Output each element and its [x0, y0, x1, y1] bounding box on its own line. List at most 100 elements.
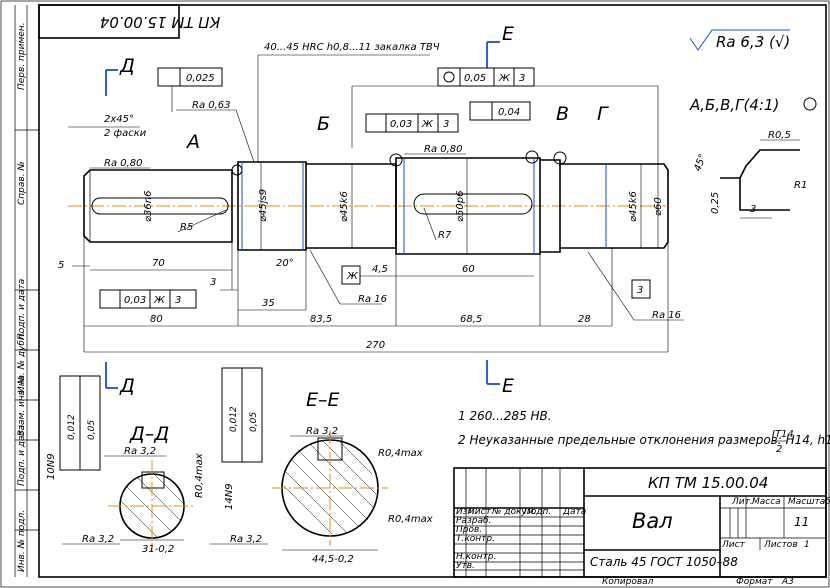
svg-text:Д–Д: Д–Д	[129, 423, 169, 445]
svg-text:Н.контр.: Н.контр.	[456, 552, 496, 562]
svg-text:R0,4max: R0,4max	[378, 448, 423, 459]
svg-text:R0,5: R0,5	[768, 130, 791, 141]
side-label-6: Подп. и дата	[17, 425, 27, 486]
svg-text:R0,4max: R0,4max	[194, 453, 205, 498]
svg-text:Д: Д	[119, 375, 135, 397]
svg-text:0,05: 0,05	[249, 412, 259, 432]
svg-text:0,025: 0,025	[186, 73, 215, 84]
svg-text:Е: Е	[502, 375, 514, 397]
svg-text:70: 70	[152, 258, 165, 269]
svg-text:Формат: Формат	[736, 577, 773, 587]
svg-text:28: 28	[578, 314, 591, 325]
svg-text:Подп.: Подп.	[524, 507, 551, 517]
svg-text:0,04: 0,04	[498, 107, 520, 118]
technical-notes: 1 260...285 HB. 2 Неуказанные предельные…	[458, 409, 830, 455]
svg-text:0,03: 0,03	[390, 119, 412, 130]
svg-text:Листов: Листов	[763, 540, 798, 550]
svg-text:Лит.: Лит.	[731, 497, 753, 507]
svg-text:Е: Е	[502, 23, 514, 45]
svg-text:2х45°: 2х45°	[104, 114, 134, 125]
svg-text:Ra 0,80: Ra 0,80	[424, 144, 463, 155]
svg-text:3: 3	[210, 277, 216, 288]
svg-text:Копировал: Копировал	[602, 577, 654, 587]
svg-text:Ж: Ж	[153, 295, 166, 306]
code-stamp: КП ТМ 15.00.04	[38, 4, 220, 39]
svg-text:0,05: 0,05	[87, 420, 97, 440]
svg-text:Ra 16: Ra 16	[358, 294, 387, 305]
svg-text:Ж: Ж	[498, 73, 511, 84]
svg-text:Ж: Ж	[346, 271, 359, 282]
svg-text:⌀36n6: ⌀36n6	[143, 191, 154, 222]
svg-text:Вал: Вал	[632, 509, 673, 533]
side-stamp: Перв. примен. Справ. № Подп. и дата Инв.…	[14, 5, 39, 577]
svg-text:IT14: IT14	[772, 429, 794, 440]
side-label-4: Инв. № дубл.	[17, 331, 27, 393]
svg-text:Лист: Лист	[721, 540, 746, 550]
svg-text:В: В	[556, 103, 569, 125]
svg-text:20°: 20°	[276, 258, 294, 269]
svg-text:Ra 0,63: Ra 0,63	[192, 100, 231, 111]
svg-text:А,Б,В,Г(4:1): А,Б,В,Г(4:1)	[689, 96, 779, 114]
svg-text:5: 5	[58, 260, 64, 271]
svg-text:0,03: 0,03	[124, 295, 146, 306]
diameter-labels: ⌀36n6 ⌀45js9 ⌀45k6 ⌀50p6 ⌀45k6 ⌀60	[143, 158, 664, 254]
linear-dimensions: 5 70 3 35 80 83,5 68,5 28 270 60 4,5	[58, 236, 669, 353]
svg-text:1: 1	[804, 540, 810, 550]
svg-text:3: 3	[519, 73, 525, 84]
svg-text:80: 80	[150, 314, 163, 325]
svg-text:Ra 3,2: Ra 3,2	[124, 446, 156, 457]
svg-text:Д: Д	[119, 55, 135, 77]
svg-text:Ra 3,2: Ra 3,2	[230, 534, 262, 545]
tolerance-frames: 0,025 0,05 Ж 3 0,03 Ж 3 0,04 0,03 Ж 3 Ж …	[99, 67, 659, 309]
svg-text:2 Неуказанные предельные откл: 2 Неуказанные предельные отклонения разм…	[458, 433, 830, 447]
side-label-1: Перв. примен.	[17, 22, 27, 90]
svg-text:Изм.: Изм.	[456, 507, 477, 517]
svg-text:R7: R7	[438, 230, 452, 241]
svg-text:270: 270	[366, 340, 385, 351]
svg-text:Масса: Масса	[752, 497, 781, 507]
svg-text:44,5-0,2: 44,5-0,2	[312, 554, 354, 565]
side-label-5: Взам. инв. №	[17, 375, 27, 436]
svg-text:45°: 45°	[692, 153, 708, 173]
svg-text:Ra 0,80: Ra 0,80	[104, 158, 143, 169]
svg-text:Утв.: Утв.	[456, 561, 475, 571]
svg-text:68,5: 68,5	[460, 314, 482, 325]
svg-text:⌀45k6: ⌀45k6	[628, 191, 639, 222]
svg-text:А: А	[185, 131, 200, 153]
svg-text:40...45 HRC h0,8...11 закалка: 40...45 HRC h0,8...11 закалка ТВЧ	[264, 42, 440, 53]
svg-text:Ra 3,2: Ra 3,2	[82, 534, 114, 545]
svg-text:Разраб.: Разраб.	[456, 516, 491, 526]
svg-text:Дата: Дата	[562, 507, 586, 517]
svg-text:№ докум.: № докум.	[491, 507, 536, 517]
section-ee: Е–Е Ra 3,2 Ra 3,2 R0,4max R0,4max 44,5-0…	[210, 367, 433, 565]
inner-frame	[38, 4, 827, 578]
svg-text:Ra 16: Ra 16	[652, 310, 681, 321]
svg-text:Масштаб: Масштаб	[788, 497, 830, 507]
svg-text:3: 3	[175, 295, 181, 306]
svg-text:Б: Б	[317, 113, 330, 135]
svg-text:Ra 3,2: Ra 3,2	[306, 426, 338, 437]
svg-text:0,05: 0,05	[464, 73, 486, 84]
svg-text:Ra 6,3 (√): Ra 6,3 (√)	[716, 33, 790, 51]
svg-text:0,012: 0,012	[67, 414, 77, 440]
svg-text:1 260...285 HB.: 1 260...285 HB.	[458, 409, 552, 423]
svg-text:0,25: 0,25	[710, 192, 721, 214]
general-roughness: Ra 6,3 (√)	[689, 29, 790, 51]
svg-text:R1: R1	[794, 180, 807, 191]
svg-text:Е–Е: Е–Е	[306, 389, 340, 411]
svg-text:⌀45k6: ⌀45k6	[339, 191, 350, 222]
svg-text:Сталь 45 ГОСТ 1050–88: Сталь 45 ГОСТ 1050–88	[590, 555, 738, 569]
svg-text:11: 11	[794, 515, 809, 529]
svg-text:83,5: 83,5	[310, 314, 332, 325]
svg-text:Т.контр.: Т.контр.	[456, 534, 495, 544]
svg-text:R5: R5	[180, 222, 193, 233]
section-markers: Д Е Д Е	[105, 23, 514, 397]
shaft-view	[68, 150, 669, 255]
svg-text:35: 35	[262, 298, 275, 309]
svg-text:Г: Г	[597, 103, 609, 125]
svg-text:⌀60: ⌀60	[653, 197, 664, 216]
svg-text:⌀50p6: ⌀50p6	[455, 191, 466, 222]
svg-text:⌀45js9: ⌀45js9	[258, 189, 269, 222]
svg-text:2 фаски: 2 фаски	[104, 128, 147, 139]
svg-text:3: 3	[637, 285, 643, 296]
